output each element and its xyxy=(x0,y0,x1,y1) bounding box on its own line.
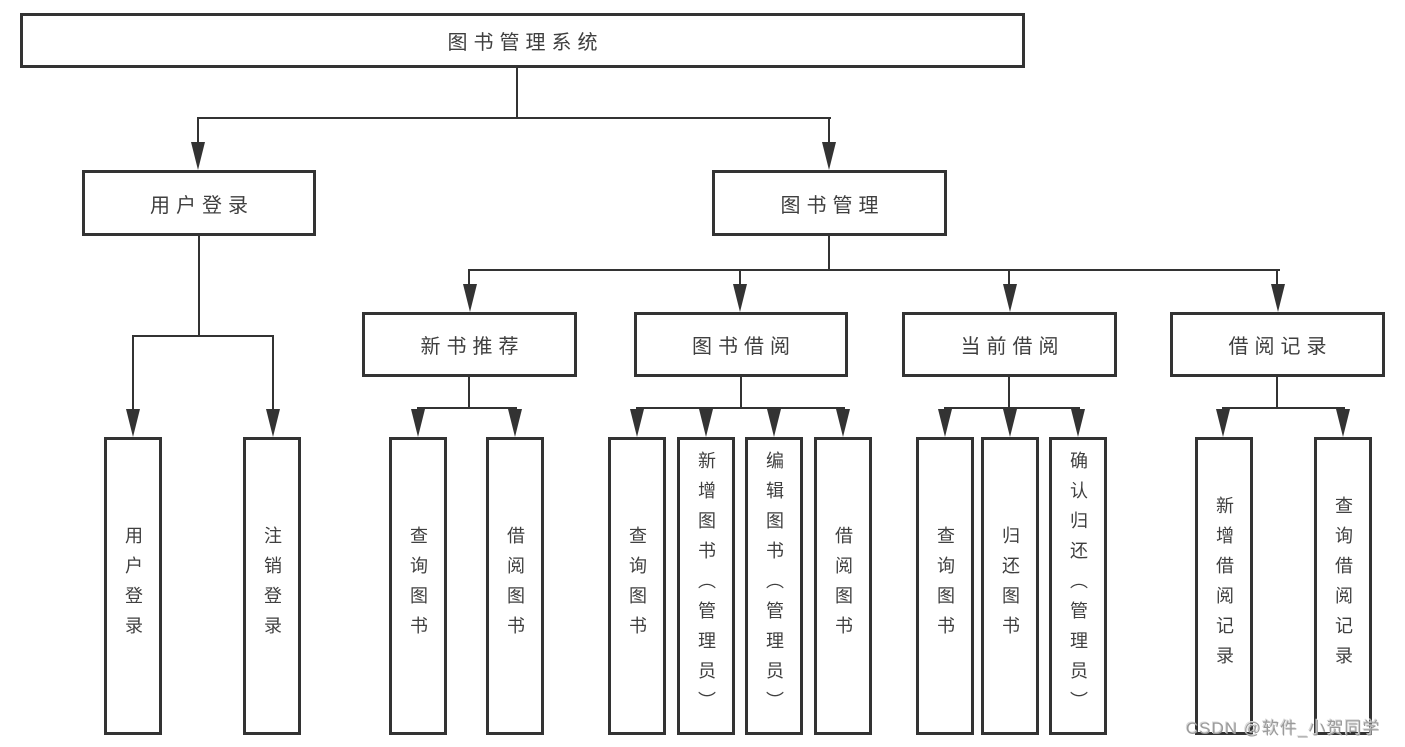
leaf-add-borrow-record: 新增借阅记录 xyxy=(1195,437,1253,735)
leaf-query-books-1: 查询图书 xyxy=(389,437,447,735)
connector-line-horizontal xyxy=(132,335,274,337)
leaf-label: 借阅图书 xyxy=(505,526,525,646)
connector-line-vertical xyxy=(272,335,274,413)
root-node-label: 图书管理系统 xyxy=(447,32,604,54)
node-label: 当前借阅 xyxy=(960,336,1065,358)
leaf-label: 查询借阅记录 xyxy=(1333,496,1353,676)
leaf-label: 查询图书 xyxy=(935,526,955,646)
connector-line-vertical xyxy=(828,235,830,271)
arrow-down-icon xyxy=(1271,284,1285,312)
root-node-library-management-system: 图书管理系统 xyxy=(20,13,1025,68)
leaf-label: 确认归还（管理员） xyxy=(1068,451,1088,721)
arrow-down-icon xyxy=(508,409,522,437)
connector-line-vertical xyxy=(468,269,470,287)
arrow-down-icon xyxy=(767,409,781,437)
connector-line-vertical xyxy=(1276,269,1278,287)
branch-node-book-management: 图书管理 xyxy=(712,170,947,236)
leaf-query-borrow-record: 查询借阅记录 xyxy=(1314,437,1372,735)
connector-line-vertical xyxy=(828,117,830,145)
arrow-down-icon xyxy=(1216,409,1230,437)
node-label: 新书推荐 xyxy=(420,336,525,358)
connector-line-vertical xyxy=(1008,377,1010,409)
connector-line-vertical xyxy=(516,68,518,119)
connector-line-horizontal xyxy=(417,407,517,409)
arrow-down-icon xyxy=(463,284,477,312)
node-label: 图书借阅 xyxy=(692,336,796,358)
leaf-label: 查询图书 xyxy=(408,526,428,646)
leaf-label: 借阅图书 xyxy=(833,526,853,646)
connector-line-horizontal xyxy=(197,117,831,119)
arrow-down-icon xyxy=(1003,409,1017,437)
leaf-label: 注销登录 xyxy=(262,526,282,646)
arrow-down-icon xyxy=(126,409,140,437)
leaf-logout: 注销登录 xyxy=(243,437,301,735)
arrow-down-icon xyxy=(266,409,280,437)
arrow-down-icon xyxy=(836,409,850,437)
connector-line-vertical xyxy=(1008,269,1010,287)
leaf-label: 新增借阅记录 xyxy=(1214,496,1234,676)
node-label: 借阅记录 xyxy=(1228,336,1333,358)
branch-node-user-login: 用户登录 xyxy=(82,170,316,236)
branch-node-label: 用户登录 xyxy=(150,194,254,217)
leaf-add-books-admin: 新增图书（管理员） xyxy=(677,437,735,735)
arrow-down-icon xyxy=(1003,284,1017,312)
leaf-edit-books-admin: 编辑图书（管理员） xyxy=(745,437,803,735)
leaf-borrow-books-1: 借阅图书 xyxy=(486,437,544,735)
arrow-down-icon xyxy=(938,409,952,437)
connector-line-vertical xyxy=(1276,377,1278,409)
arrow-down-icon xyxy=(1336,409,1350,437)
leaf-confirm-return-admin: 确认归还（管理员） xyxy=(1049,437,1107,735)
connector-line-horizontal xyxy=(1222,407,1345,409)
connector-line-vertical xyxy=(739,269,741,287)
arrow-down-icon xyxy=(191,142,205,170)
connector-line-vertical xyxy=(468,377,470,409)
arrow-down-icon xyxy=(822,142,836,170)
leaf-label: 编辑图书（管理员） xyxy=(764,451,784,721)
leaf-query-books-2: 查询图书 xyxy=(608,437,666,735)
connector-line-vertical xyxy=(198,235,200,337)
leaf-borrow-books-2: 借阅图书 xyxy=(814,437,872,735)
node-new-book-recommendation: 新书推荐 xyxy=(362,312,577,377)
leaf-user-login: 用户登录 xyxy=(104,437,162,735)
arrow-down-icon xyxy=(733,284,747,312)
connector-line-vertical xyxy=(197,117,199,145)
csdn-watermark: CSDN @软件_小贺同学 xyxy=(1186,719,1381,738)
leaf-label: 新增图书（管理员） xyxy=(696,451,716,721)
connector-line-horizontal xyxy=(468,269,1280,271)
connector-line-horizontal xyxy=(944,407,1080,409)
node-book-borrowing: 图书借阅 xyxy=(634,312,848,377)
connector-line-vertical xyxy=(132,335,134,413)
arrow-down-icon xyxy=(411,409,425,437)
leaf-query-books-3: 查询图书 xyxy=(916,437,974,735)
connector-line-vertical xyxy=(740,377,742,409)
arrow-down-icon xyxy=(699,409,713,437)
leaf-label: 用户登录 xyxy=(123,526,143,646)
arrow-down-icon xyxy=(1071,409,1085,437)
leaf-label: 归还图书 xyxy=(1000,526,1020,646)
branch-node-label: 图书管理 xyxy=(780,194,885,217)
leaf-label: 查询图书 xyxy=(627,526,647,646)
node-current-borrowing: 当前借阅 xyxy=(902,312,1117,377)
node-borrowing-records: 借阅记录 xyxy=(1170,312,1385,377)
arrow-down-icon xyxy=(630,409,644,437)
leaf-return-books: 归还图书 xyxy=(981,437,1039,735)
